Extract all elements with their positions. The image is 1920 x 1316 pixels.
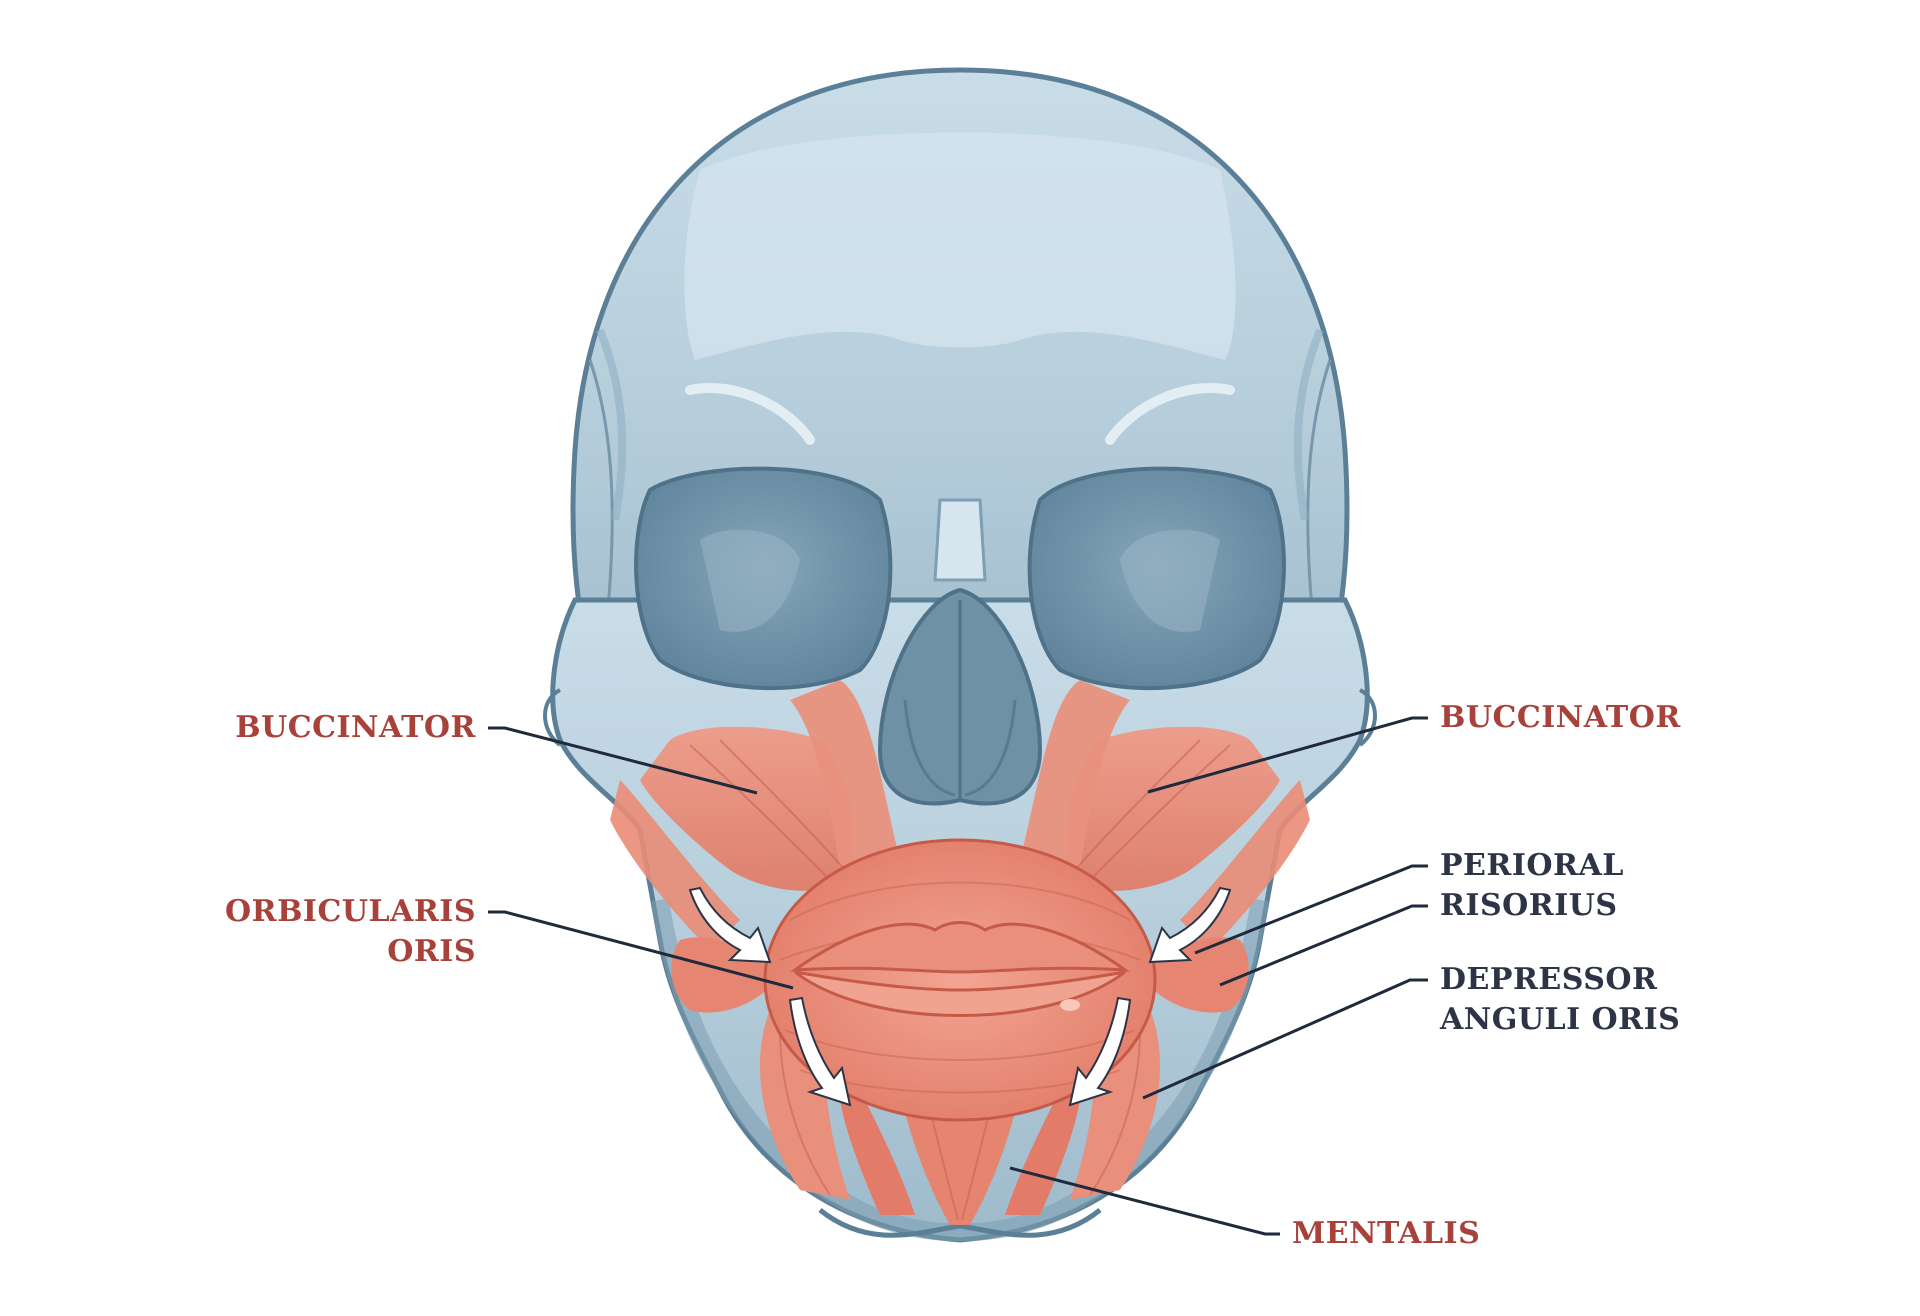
- movement-arrows: [688, 886, 1232, 1107]
- leader-orbicularis-oris: [488, 910, 794, 990]
- label-text: MENTALIS: [1292, 1216, 1481, 1251]
- label-text: RISORIUS: [1440, 888, 1618, 923]
- lower-lip: [794, 970, 1126, 1017]
- leader-mentalis: [1009, 1166, 1280, 1236]
- upper-left-arrow-icon: [688, 886, 772, 964]
- levator-left-muscle: [790, 680, 900, 870]
- label-buccinator-right: BUCCINATOR: [1440, 698, 1681, 738]
- eye-orbits: [634, 466, 1286, 691]
- leader-lines: [488, 716, 1428, 1236]
- mentalis-left-muscle: [840, 1090, 915, 1215]
- label-text-line1: ORBICULARIS: [225, 894, 476, 929]
- label-text-line2: ANGULI ORIS: [1440, 1002, 1681, 1037]
- nasal-cavity: [877, 498, 1043, 806]
- label-risorius: RISORIUS: [1440, 886, 1618, 926]
- label-text-line1: DEPRESSOR: [1440, 962, 1658, 997]
- depressor-right-muscle: [1070, 1010, 1160, 1200]
- lower-right-arrow-icon: [1068, 996, 1132, 1107]
- label-text: BUCCINATOR: [235, 710, 476, 745]
- label-orbicularis-oris: ORBICULARIS ORIS: [225, 892, 476, 972]
- label-text: PERIORAL: [1440, 848, 1624, 883]
- label-depressor-anguli-oris: DEPRESSOR ANGULI ORIS: [1440, 960, 1680, 1040]
- mentalis-center-muscle: [900, 1090, 1020, 1225]
- levator-right-muscle: [1020, 680, 1130, 870]
- leader-perioral: [1194, 864, 1428, 955]
- label-mentalis: MENTALIS: [1292, 1214, 1480, 1254]
- depressor-left-muscle: [760, 1010, 850, 1200]
- label-text: BUCCINATOR: [1440, 700, 1681, 735]
- leader-risorius: [1219, 904, 1428, 987]
- leader-buccinator-left: [488, 726, 758, 795]
- lower-left-arrow-icon: [788, 996, 852, 1107]
- label-perioral: PERIORAL: [1440, 846, 1624, 886]
- upper-right-arrow-icon: [1148, 886, 1232, 964]
- upper-lip: [789, 921, 1131, 974]
- label-text-line2: ORIS: [387, 934, 476, 969]
- leader-buccinator-right: [1147, 716, 1428, 794]
- label-buccinator-left: BUCCINATOR: [235, 708, 476, 748]
- facial-muscles: [610, 680, 1310, 1225]
- mentalis-right-muscle: [1005, 1090, 1080, 1215]
- leader-depressor-anguli-oris: [1142, 978, 1428, 1100]
